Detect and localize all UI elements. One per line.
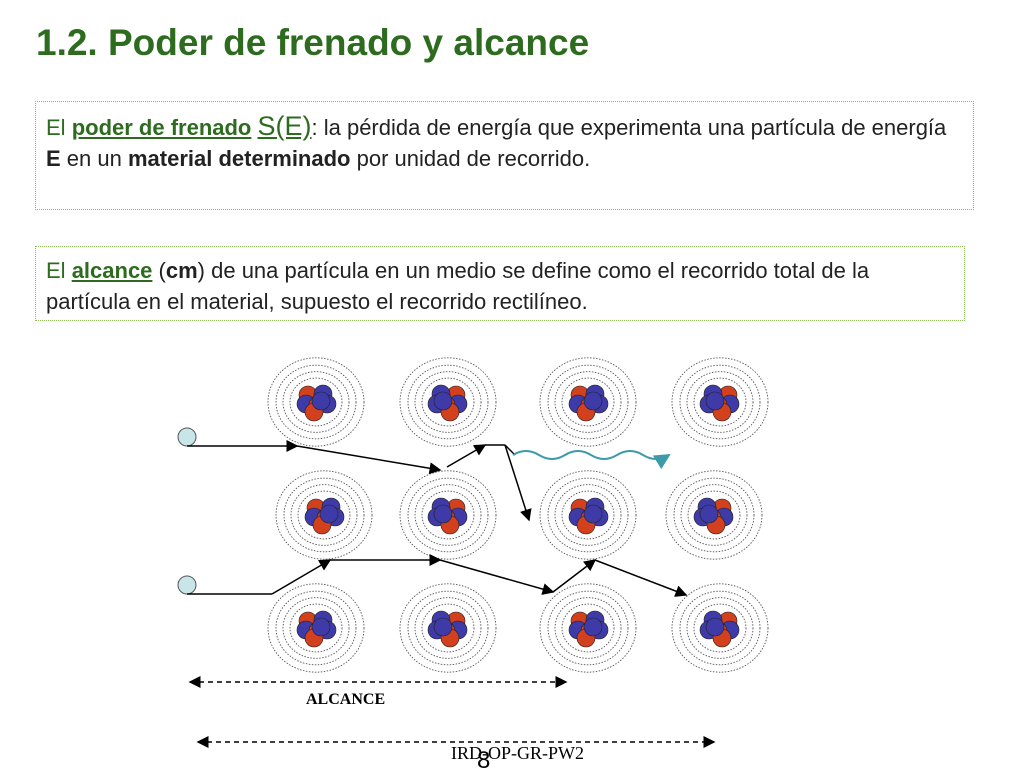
- neutron: [583, 504, 603, 524]
- neutron: [433, 617, 453, 637]
- atom: [671, 583, 769, 673]
- electron-shell: [421, 490, 475, 540]
- electron-shell: [399, 470, 497, 560]
- trajectory-bottom: [187, 554, 688, 597]
- electron-shell: [421, 377, 475, 427]
- incident-particle-top: [177, 427, 197, 447]
- electron-shell: [671, 583, 769, 673]
- electron-shell: [267, 583, 365, 673]
- range-text-1: ) de una partícula en un medio se define…: [46, 258, 870, 314]
- electron-shell: [561, 603, 615, 653]
- electron-shell: [679, 590, 761, 666]
- electron-shell: [539, 583, 637, 673]
- atom: [671, 357, 769, 447]
- atom: [275, 470, 373, 560]
- atom: [399, 357, 497, 447]
- material-term: material determinado: [127, 146, 351, 171]
- range-article: El: [46, 258, 66, 283]
- electron-shell: [686, 371, 754, 433]
- atom: [539, 357, 637, 447]
- atom: [665, 470, 763, 560]
- electron-shell: [554, 484, 622, 546]
- neutron: [705, 617, 725, 637]
- energy-symbol: E: [46, 146, 61, 171]
- electron-shell: [561, 377, 615, 427]
- electron-shell: [297, 490, 351, 540]
- stopping-power-symbol: S(E): [257, 111, 312, 141]
- range-definition-box: El alcance (cm) de una partícula en un m…: [35, 246, 965, 321]
- range-unit: cm: [165, 258, 198, 283]
- electron-shell: [673, 477, 755, 553]
- neutron: [319, 504, 339, 524]
- electron-shell: [686, 597, 754, 659]
- electron-shell: [275, 470, 373, 560]
- range-term: alcance: [71, 258, 153, 283]
- electron-shell: [289, 603, 343, 653]
- incident-particle-bottom: [177, 575, 197, 595]
- neutron: [311, 617, 331, 637]
- electron-shell: [671, 357, 769, 447]
- electron-shell: [290, 484, 358, 546]
- page-number: 8: [477, 747, 490, 768]
- range-text-open: (: [152, 258, 166, 283]
- atom: [267, 583, 365, 673]
- electron-shell: [414, 371, 482, 433]
- atom: [399, 470, 497, 560]
- stopping-power-definition-box: El poder de frenado S(E): la pérdida de …: [35, 101, 974, 210]
- electron-shell: [665, 470, 763, 560]
- trajectory-top: [187, 440, 532, 522]
- electron-shell: [275, 364, 357, 440]
- stopping-power-term: poder de frenado: [71, 115, 252, 140]
- electron-shell: [282, 371, 350, 433]
- definition-text-1: : la pérdida de energía que experimenta …: [311, 115, 947, 140]
- neutron: [583, 617, 603, 637]
- electron-shell: [693, 603, 747, 653]
- electron-shell: [679, 364, 761, 440]
- atoms-layer: [267, 357, 769, 673]
- neutron: [583, 391, 603, 411]
- electron-shell: [407, 364, 489, 440]
- electron-shell: [539, 357, 637, 447]
- electron-shell: [554, 597, 622, 659]
- electron-shell: [561, 490, 615, 540]
- electron-shell: [283, 477, 365, 553]
- electron-shell: [399, 583, 497, 673]
- electron-shell: [414, 484, 482, 546]
- neutron: [699, 504, 719, 524]
- electron-shell: [547, 477, 629, 553]
- electron-shell: [407, 590, 489, 666]
- range-label: ALCANCE: [306, 691, 385, 708]
- electron-shell: [414, 597, 482, 659]
- electron-shell: [407, 477, 489, 553]
- definition-text-2: en un: [60, 146, 128, 171]
- electron-shell: [547, 590, 629, 666]
- electron-shell: [547, 364, 629, 440]
- electron-shell: [421, 603, 475, 653]
- definition-text-3: por unidad de recorrido.: [350, 146, 591, 171]
- neutron: [311, 391, 331, 411]
- atom: [267, 357, 365, 447]
- electron-shell: [282, 597, 350, 659]
- electron-shell: [267, 357, 365, 447]
- neutron: [705, 391, 725, 411]
- electron-shell: [399, 357, 497, 447]
- electron-shell: [680, 484, 748, 546]
- page-title: 1.2. Poder de frenado y alcance: [36, 22, 590, 63]
- atom: [399, 583, 497, 673]
- electron-shell: [554, 371, 622, 433]
- atom: [539, 470, 637, 560]
- emitted-radiation-wave: [512, 450, 671, 470]
- electron-shell: [693, 377, 747, 427]
- neutron: [433, 391, 453, 411]
- electron-shell: [275, 590, 357, 666]
- atom: [539, 583, 637, 673]
- neutron: [433, 504, 453, 524]
- definition-article: El: [46, 115, 66, 140]
- electron-shell: [289, 377, 343, 427]
- footer-code: IRD-OP-GR-PW2: [451, 743, 584, 763]
- electron-shell: [687, 490, 741, 540]
